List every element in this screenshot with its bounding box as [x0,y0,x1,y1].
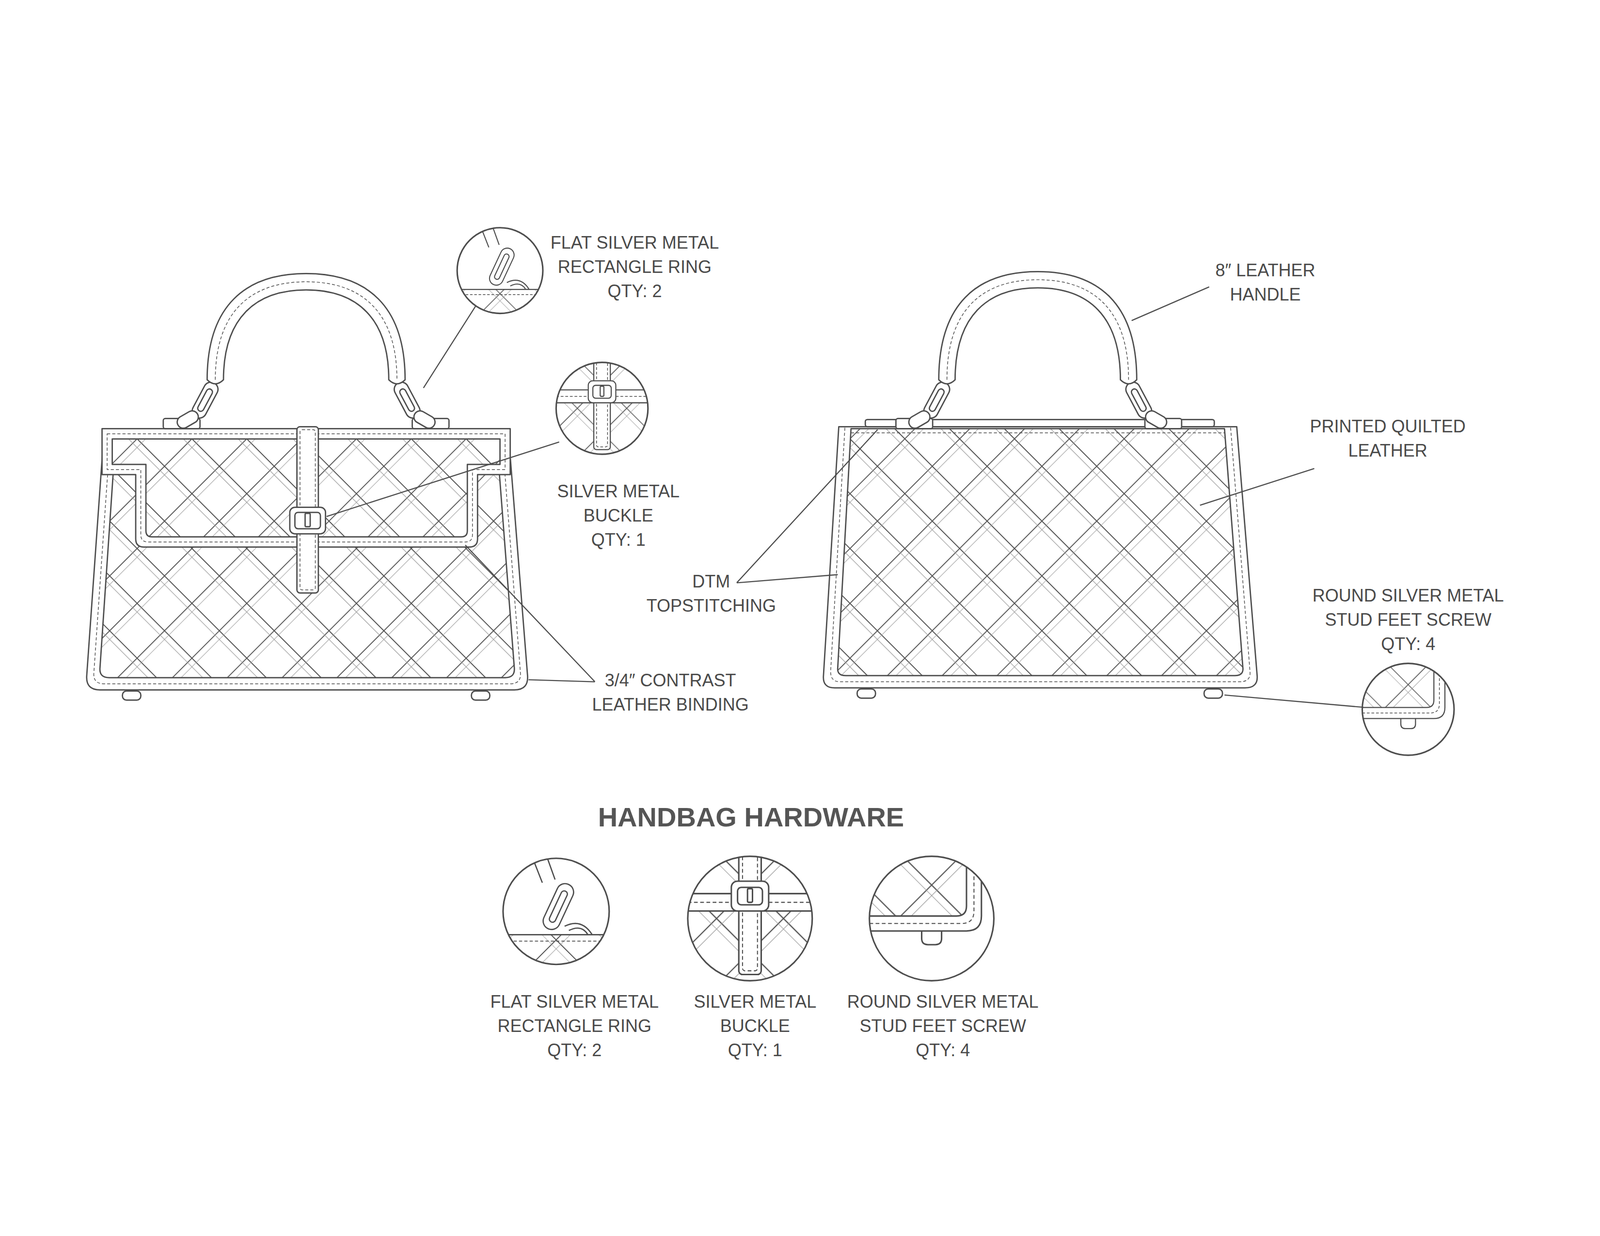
quantity-label: QTY: 4 [1299,632,1518,657]
section-title: HANDBAG HARDWARE [508,800,994,835]
callout-group: SILVER METAL BUCKLEQTY: 1 [540,479,697,553]
part-label: 8″ LEATHER HANDLE [1197,258,1333,307]
callout-group: ROUND SILVER METAL STUD FEET SCREWQTY: 4 [833,989,1052,1063]
part-label: SILVER METAL BUCKLE [540,479,697,528]
part-label: PRINTED QUILTED LEATHER [1290,414,1485,463]
part-label: ROUND SILVER METAL STUD FEET SCREW [833,989,1052,1039]
callout-group: PRINTED QUILTED LEATHER [1290,414,1485,463]
callout-group: 8″ LEATHER HANDLE [1197,258,1333,307]
callout-group: FLAT SILVER METAL RECTANGLE RINGQTY: 2 [467,989,682,1063]
quantity-label: QTY: 2 [527,279,742,304]
part-label: 3/4″ CONTRAST LEATHER BINDING [578,668,763,717]
part-label: ROUND SILVER METAL STUD FEET SCREW [1299,583,1518,633]
part-label: SILVER METAL BUCKLE [677,989,833,1039]
part-label: DTM TOPSTITCHING [638,569,784,618]
callout-group: ROUND SILVER METAL STUD FEET SCREWQTY: 4 [1299,583,1518,657]
quantity-label: QTY: 4 [833,1038,1052,1063]
part-label: FLAT SILVER METAL RECTANGLE RING [467,989,682,1039]
callout-group: SILVER METAL BUCKLEQTY: 1 [677,989,833,1063]
callout-group: FLAT SILVER METAL RECTANGLE RINGQTY: 2 [527,230,742,304]
quantity-label: QTY: 1 [540,527,697,553]
quantity-label: QTY: 1 [677,1038,833,1063]
quantity-label: QTY: 2 [467,1038,682,1063]
part-label: FLAT SILVER METAL RECTANGLE RING [527,230,742,280]
callout-group: 3/4″ CONTRAST LEATHER BINDING [578,668,763,717]
callout-group: DTM TOPSTITCHING [638,569,784,618]
